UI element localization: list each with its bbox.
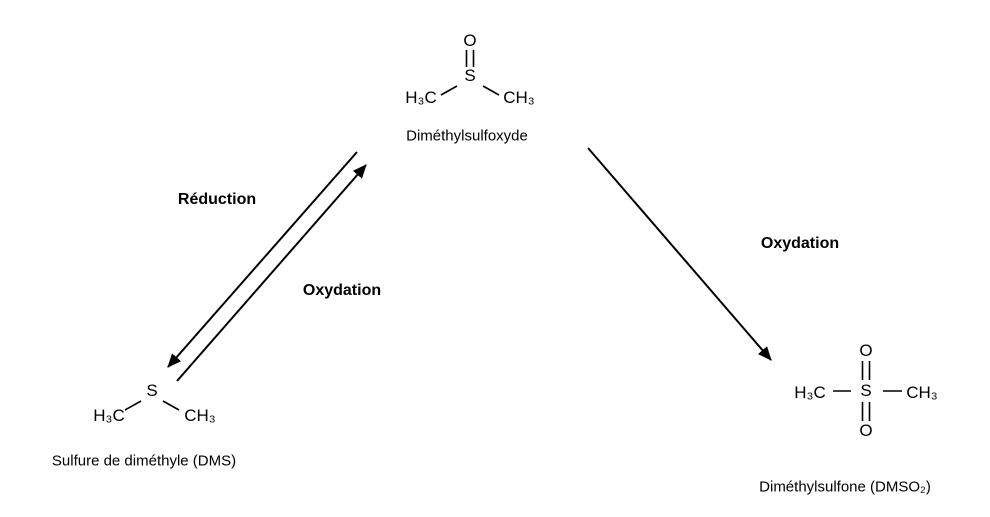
dmso-name-label: Diméthylsulfoxyde [406,127,528,145]
dms-left-methyl-group: H₃C [93,406,125,425]
oxydation-right-arrow [587,147,772,361]
dmso2-top-oxygen-atom: O [859,341,873,360]
dmso2-left-methyl-group: H₃C [794,383,826,402]
oxydation-left-arrow-label: Oxydation [302,282,382,299]
dms-right-methyl-group: CH₃ [184,406,216,425]
dmso-left-methyl-group: H₃C [405,88,437,107]
dms-right-s-c-bond [162,400,180,411]
dmso-left-c-s-bond [440,85,458,96]
dmso-oxygen-atom: O [463,31,477,50]
dmso-right-methyl-group: CH₃ [503,88,535,107]
oxydation-right-arrow-label: Oxydation [760,235,840,252]
dms-sulfur-atom: S [146,381,158,400]
dmso-right-s-c-bond [482,85,500,96]
dmso2-name-label: Diméthylsulfone (DMSO₂) [759,478,931,496]
oxydation-left-arrow [176,164,367,382]
dms-left-c-s-bond [124,400,142,411]
dms-name-label: Sulfure de diméthyle (DMS) [51,452,237,470]
dmso2-right-methyl-group: CH₃ [906,383,938,402]
dmso2-bottom-oxygen-atom: O [859,421,873,440]
dmso2-sulfur-atom: S [860,381,872,400]
dmso-sulfur-atom: S [464,66,476,85]
reduction-arrow-label: Réduction [177,191,257,208]
reduction-arrow [167,151,358,368]
